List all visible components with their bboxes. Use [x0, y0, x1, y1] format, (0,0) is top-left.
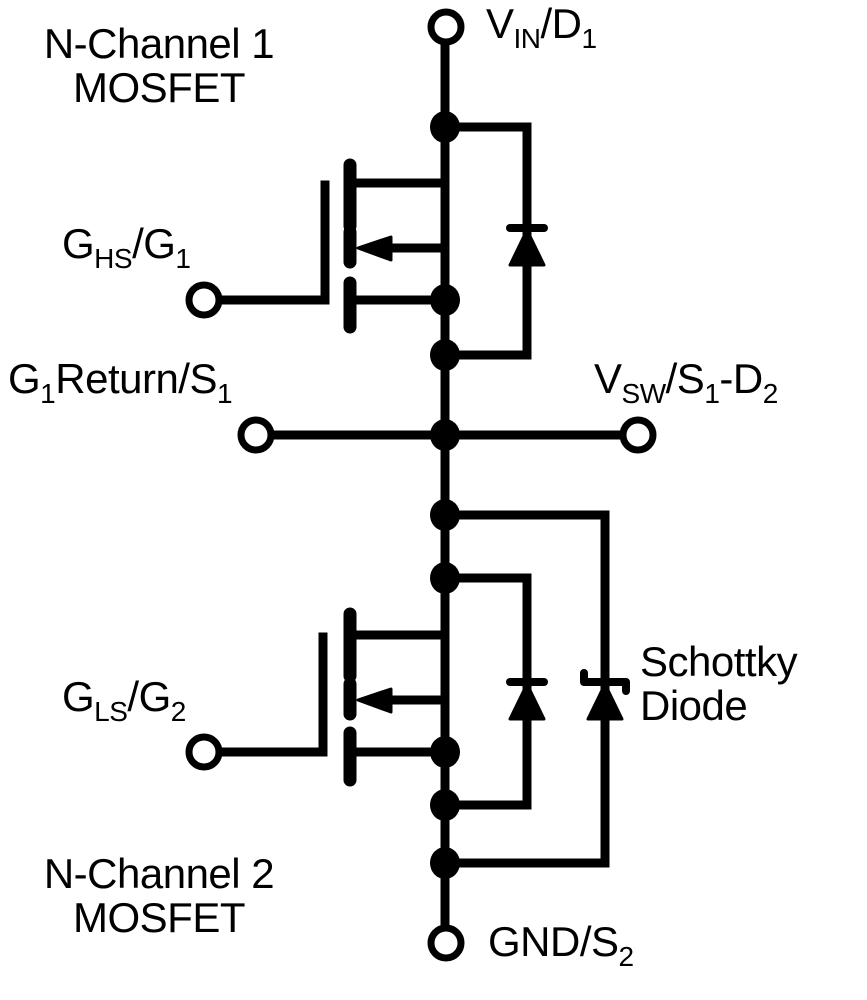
vin-label: VIN/D1	[486, 0, 597, 54]
gls-label: GLS/G2	[62, 673, 186, 727]
gnd-terminal	[427, 924, 465, 962]
mosfet1-label: N-Channel 1 MOSFET	[4, 22, 314, 110]
junction-dot	[430, 499, 460, 531]
ghs-label: GHS/G1	[62, 220, 191, 274]
mosfet2-label: N-Channel 2 MOSFET	[4, 852, 314, 940]
mosfet2-drain-wire	[345, 573, 450, 640]
mosfet1-label-line2: MOSFET	[73, 64, 246, 111]
schottky-label-line1: Schottky	[640, 638, 798, 685]
schottky-label: Schottky Diode	[640, 638, 798, 729]
mosfet1-source-wire	[380, 243, 450, 305]
mosfet1-label-line1: N-Channel 1	[43, 20, 275, 67]
junction-dot	[430, 339, 460, 371]
ghs-terminal	[185, 281, 223, 319]
vin-terminal	[427, 8, 465, 46]
junction-dot	[430, 111, 460, 143]
mosfet2-label-line1: N-Channel 2	[43, 850, 275, 897]
junction-dot	[430, 847, 460, 879]
vsw-label: VSW/S1-D2	[594, 355, 778, 409]
g1return-terminal	[237, 416, 275, 454]
bottom-diode-wire	[440, 573, 532, 810]
bottom-diode-icon	[508, 682, 546, 721]
junction-dot	[430, 284, 460, 316]
gls-terminal	[185, 733, 223, 771]
junction-dot	[430, 736, 460, 768]
gnd-label: GND/S2	[488, 918, 634, 972]
mosfet2-source-wire	[380, 695, 450, 757]
mosfet2-arrow-icon	[356, 687, 393, 714]
junction-dot	[430, 419, 460, 451]
mosfet2-label-line2: MOSFET	[73, 894, 246, 941]
g1return-label: G1Return/S1	[8, 355, 233, 409]
mosfet1-arrow-icon	[356, 235, 393, 262]
top-diode-wire	[440, 122, 532, 360]
junction-dot	[430, 562, 460, 594]
schottky-diode-icon	[586, 682, 624, 721]
mosfet2-gate-wire	[213, 632, 328, 757]
vsw-terminal	[619, 416, 657, 454]
mosfet1-gate-wire	[213, 180, 330, 305]
schottky-label-line2: Diode	[640, 682, 748, 729]
top-diode-icon	[508, 228, 546, 267]
schottky-cathode-bar	[580, 669, 630, 695]
junction-dot	[430, 789, 460, 821]
